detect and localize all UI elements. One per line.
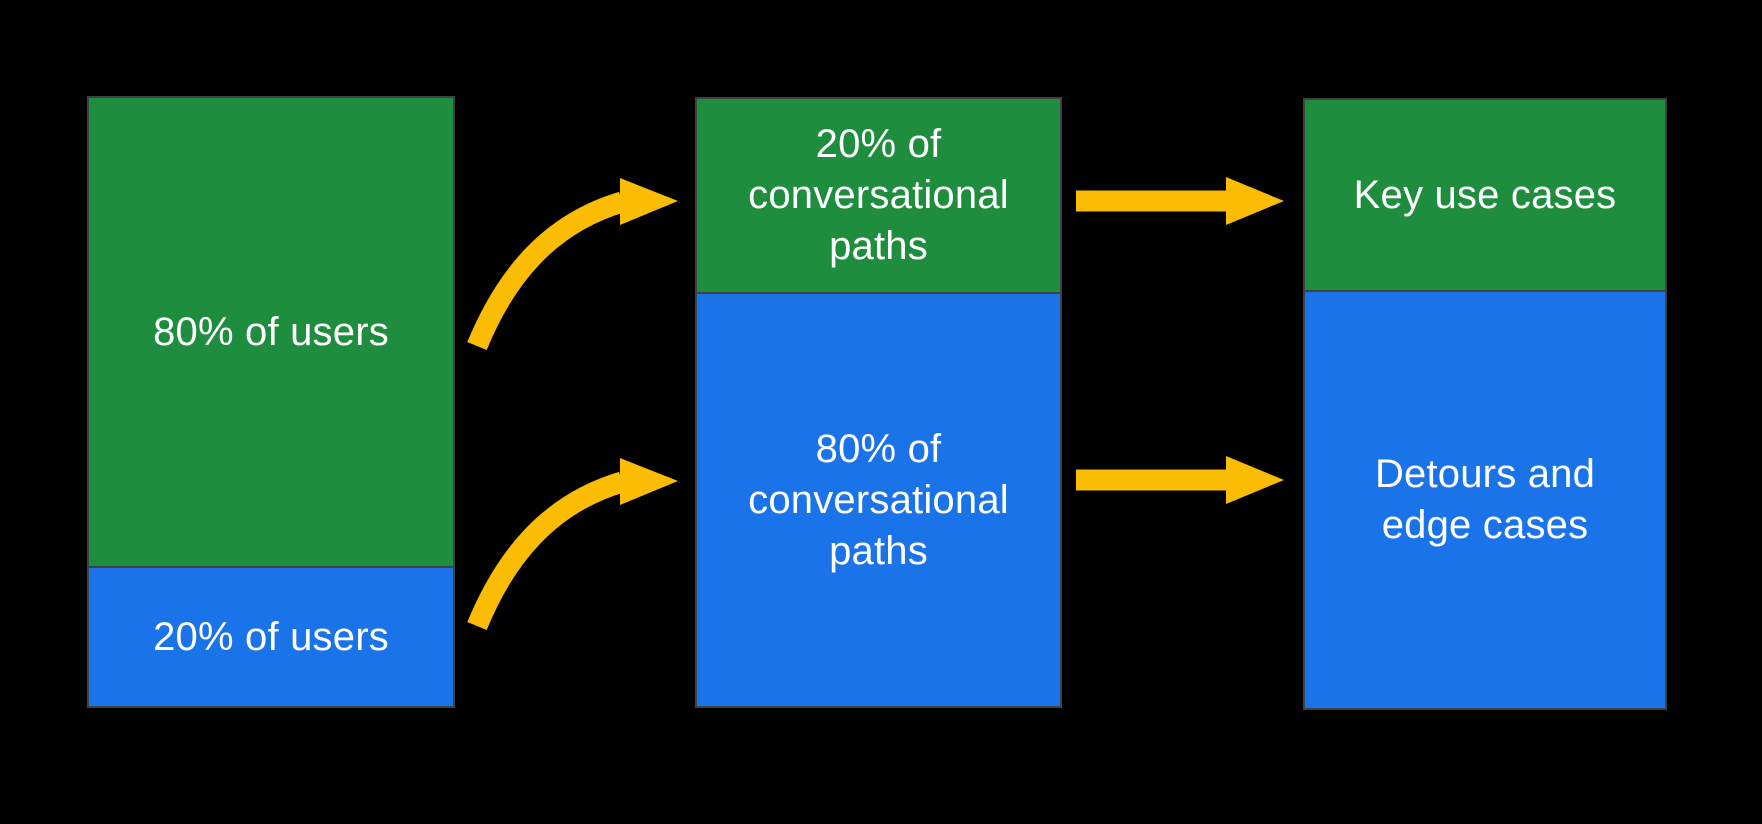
column-users: 80% of users 20% of users: [87, 96, 455, 708]
curved-arrow-users80-to-paths20-icon: [467, 178, 678, 351]
column-conversational-paths: 20% of conversational paths 80% of conve…: [695, 97, 1062, 708]
segment-80-percent-users: 80% of users: [89, 98, 453, 566]
segment-20-percent-paths-label: 20% of conversational paths: [748, 122, 1009, 268]
segment-80-percent-users-label: 80% of users: [153, 309, 389, 354]
segment-80-percent-paths-label: 80% of conversational paths: [748, 426, 1009, 573]
segment-20-percent-users-label: 20% of users: [153, 614, 389, 659]
segment-80-percent-paths: 80% of conversational paths: [697, 292, 1060, 706]
segment-key-use-cases: Key use cases: [1305, 100, 1665, 290]
segment-detours-edge-cases: Detours and edge cases: [1305, 290, 1665, 708]
straight-arrow-paths20-to-keyusecases-icon: [1076, 177, 1284, 225]
segment-key-use-cases-label: Key use cases: [1353, 172, 1617, 217]
curved-arrow-users20-to-paths80-icon: [467, 458, 678, 631]
column-outcomes: Key use cases Detours and edge cases: [1303, 98, 1667, 710]
segment-detours-edge-cases-label: Detours and edge cases: [1374, 452, 1596, 547]
segment-20-percent-users: 20% of users: [89, 566, 453, 706]
straight-arrow-paths80-to-detours-icon: [1076, 456, 1284, 504]
segment-20-percent-paths: 20% of conversational paths: [697, 99, 1060, 292]
